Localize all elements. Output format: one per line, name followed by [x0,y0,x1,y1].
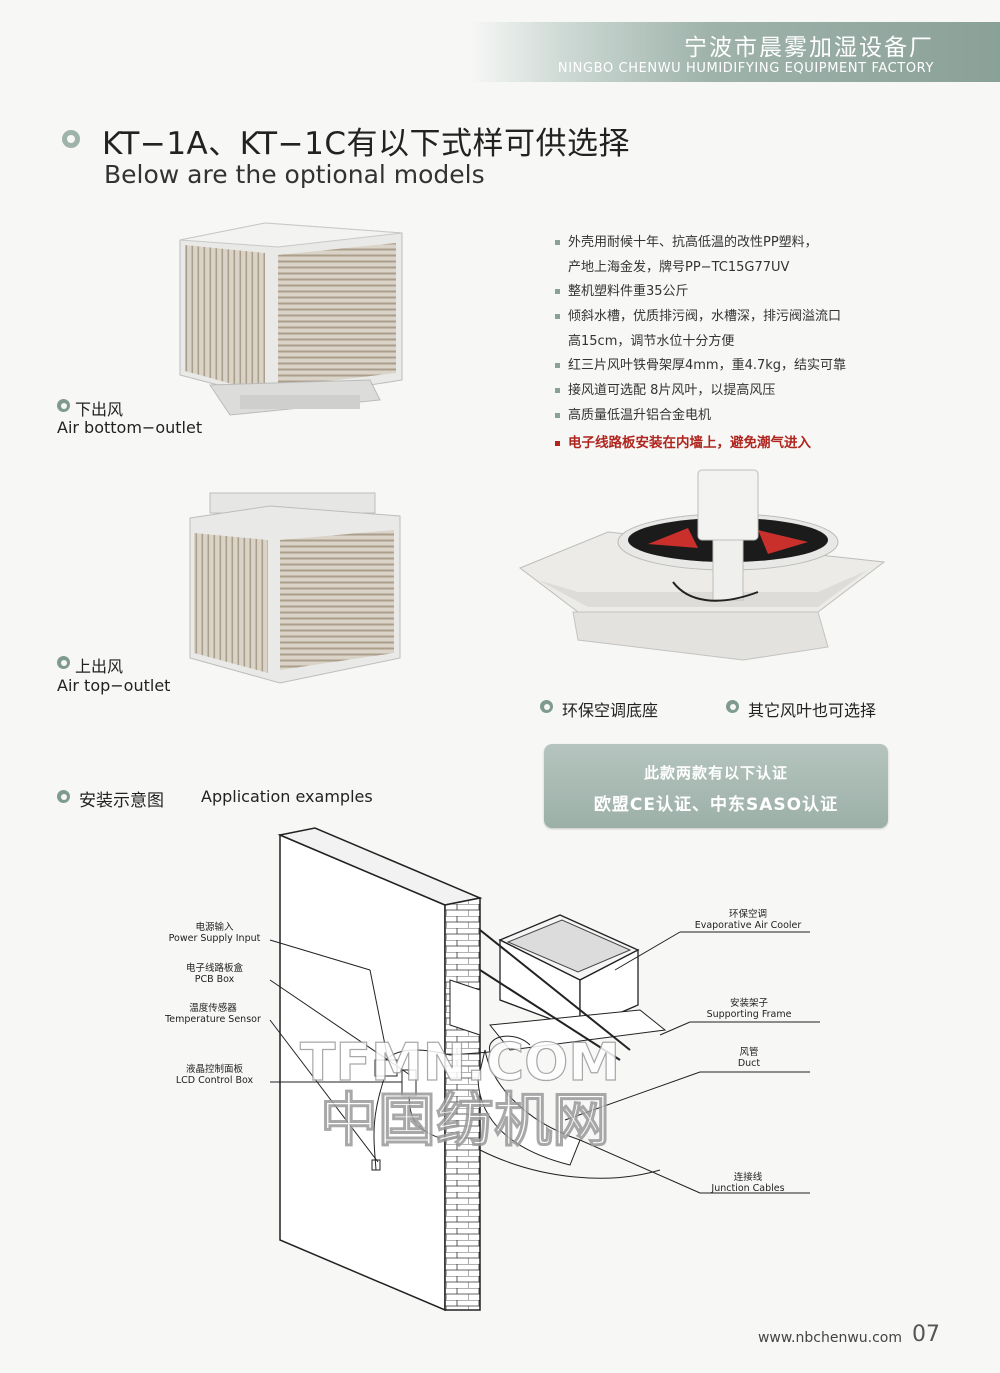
section-title-cn: KT−1A、KT−1C有以下式样可供选择 [102,126,630,162]
section2-title-cn: 安装示意图 [79,791,164,811]
model-top-label-en: Air top−outlet [57,676,171,695]
svg-text:中国纺机网: 中国纺机网 [320,1086,610,1154]
label-bullet-icon [57,656,70,669]
company-name-en: NINGBO CHENWU HUMIDIFYING EQUIPMENT FACT… [557,61,934,76]
certification-line2: 欧盟CE认证、中东SASO认证 [593,795,839,815]
spec-item: 高质量低温升铝合金电机 [555,404,711,423]
model-bottom-label-en: Air bottom−outlet [57,418,203,437]
spec-item: 产地上海金发，牌号PP−TC15G77UV [568,260,790,275]
header-band [470,22,1000,82]
spec-item: 外壳用耐候十年、抗高低温的改性PP塑料， [555,231,818,250]
page-number: 07 [912,1322,940,1347]
cooler-top-outlet-image [189,492,401,684]
fan-caption: 其它风叶也可选择 [748,701,877,720]
spec-warning: 电子线路板安装在内墙上，避免潮气进入 [555,431,811,451]
caption-bullet-icon [540,700,553,713]
spec-item: 高15cm，调节水位十分方便 [568,334,735,349]
certification-line1: 此款两款有以下认证 [643,764,788,782]
section2-bullet-icon [57,790,70,803]
watermark-logo: TFMN.COM 中国纺机网 [299,1032,620,1154]
title-bullet-icon [62,130,80,148]
caption-bullet-icon [726,700,739,713]
installation-diagram [269,827,820,1312]
cooler-base-image [518,469,886,661]
section-title-en: Below are the optional models [104,160,485,189]
section2-title-en: Application examples [201,787,373,806]
footer-url[interactable]: www.nbchenwu.com [757,1330,902,1346]
spec-item: 倾斜水槽，优质排污阀，水槽深，排污阀溢流口 [555,305,841,324]
model-bottom-label-cn: 下出风 [75,400,124,419]
company-name-cn: 宁波市晨雾加湿设备厂 [684,35,934,61]
certification-box [544,744,888,828]
spec-item: 红三片风叶铁骨架厚4mm，重4.7kg，结实可靠 [555,354,846,373]
spec-item: 接风道可选配 8片风叶，以提高风压 [555,379,775,398]
base-caption: 环保空调底座 [562,701,659,720]
model-top-label-cn: 上出风 [75,657,124,676]
svg-text:TFMN.COM: TFMN.COM [300,1033,620,1093]
label-bullet-icon [57,399,70,412]
spec-item: 整机塑料件重35公斤 [555,280,689,299]
cooler-bottom-outlet-image [179,222,403,416]
